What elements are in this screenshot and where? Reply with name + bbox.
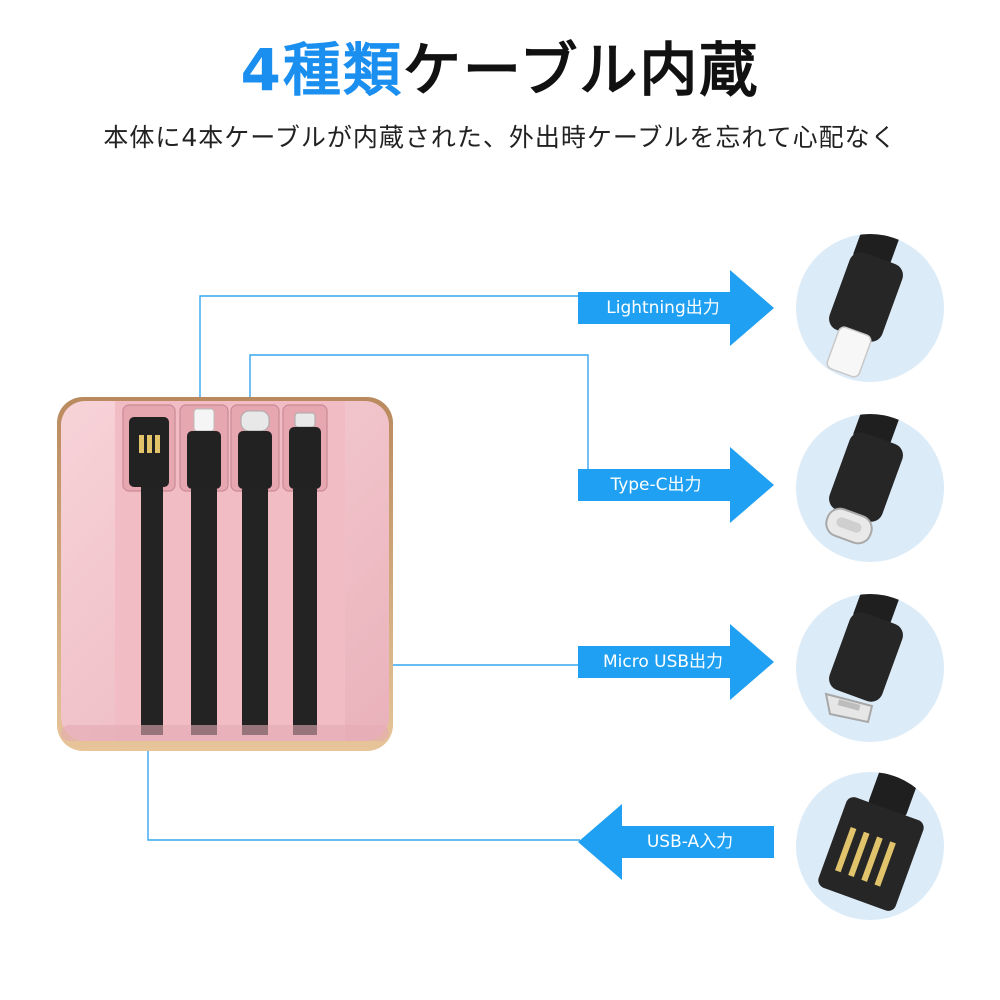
page-subtitle: 本体に4本ケーブルが内蔵された、外出時ケーブルを忘れて心配なく <box>103 123 897 152</box>
arrow-right-shape <box>578 624 774 700</box>
type-c-cable <box>230 404 280 735</box>
arrow-right-shape <box>578 270 774 346</box>
arrow-type-c-output: Type-C出力 <box>578 447 774 523</box>
connector-line-type-c <box>249 354 589 470</box>
page-title: 4種類ケーブル内蔵 <box>0 30 1000 110</box>
arrow-usb-a-input: USB-A入力 <box>578 804 774 880</box>
arrow-left-shape <box>578 804 774 880</box>
lightning-cable <box>179 404 229 735</box>
usb-a-connector-icon <box>796 772 944 920</box>
micro-usb-cable <box>282 404 328 735</box>
arrow-label-micro-usb: Micro USB出力 <box>602 652 724 672</box>
lightning-connector-icon <box>796 234 944 382</box>
connector-line-lightning <box>199 295 578 432</box>
title-rest: ケーブル内蔵 <box>402 36 760 104</box>
usb-c-connector-icon <box>796 414 944 562</box>
power-bank-illustration <box>57 397 393 751</box>
arrow-label-type-c: Type-C出力 <box>610 475 702 495</box>
usb-a-cable <box>122 404 176 735</box>
arrow-micro-usb-output: Micro USB出力 <box>578 624 774 700</box>
arrow-label-lightning: Lightning出力 <box>606 298 720 318</box>
micro-usb-connector-icon <box>796 594 944 742</box>
title-highlight: 4種類 <box>240 36 403 104</box>
arrow-right-shape <box>578 447 774 523</box>
arrow-lightning-output: Lightning出力 <box>578 270 774 346</box>
arrow-label-usb-a: USB-A入力 <box>646 832 734 852</box>
